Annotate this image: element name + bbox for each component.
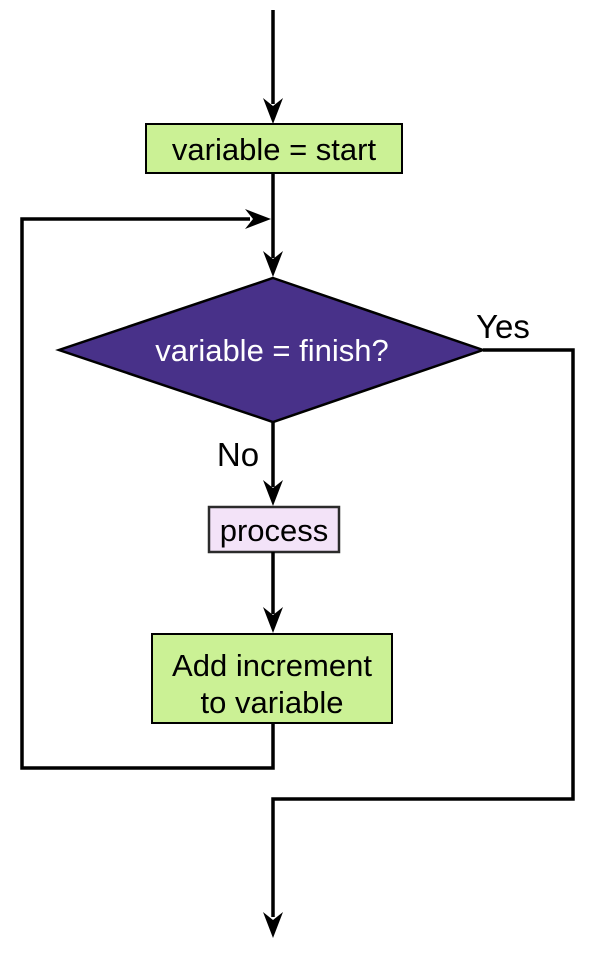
edge-yes-label: Yes bbox=[476, 308, 530, 345]
node-increment-label-line1: Add increment bbox=[172, 648, 372, 683]
edge-entry-arrowhead-icon bbox=[263, 98, 283, 124]
node-increment-label-line2: to variable bbox=[200, 685, 343, 720]
node-start bbox=[145, 123, 403, 174]
node-process-label: process bbox=[220, 513, 329, 548]
node-process bbox=[207, 505, 341, 554]
edge-start-to-decision-arrowhead-icon bbox=[263, 251, 283, 277]
edge-loopback-line bbox=[20, 217, 275, 770]
edge-yes-line bbox=[271, 348, 575, 917]
edge-no-label: No bbox=[217, 436, 259, 473]
edge-process-to-increment-arrowhead-icon bbox=[263, 607, 283, 633]
node-decision-label: variable = finish? bbox=[155, 333, 389, 368]
edge-yes-exit-arrowhead-icon bbox=[263, 912, 283, 938]
node-start-label: variable = start bbox=[172, 132, 377, 167]
node-increment bbox=[151, 633, 393, 724]
edge-loopback-arrowhead-icon bbox=[245, 209, 271, 229]
edge-no-arrowhead-icon bbox=[263, 480, 283, 506]
